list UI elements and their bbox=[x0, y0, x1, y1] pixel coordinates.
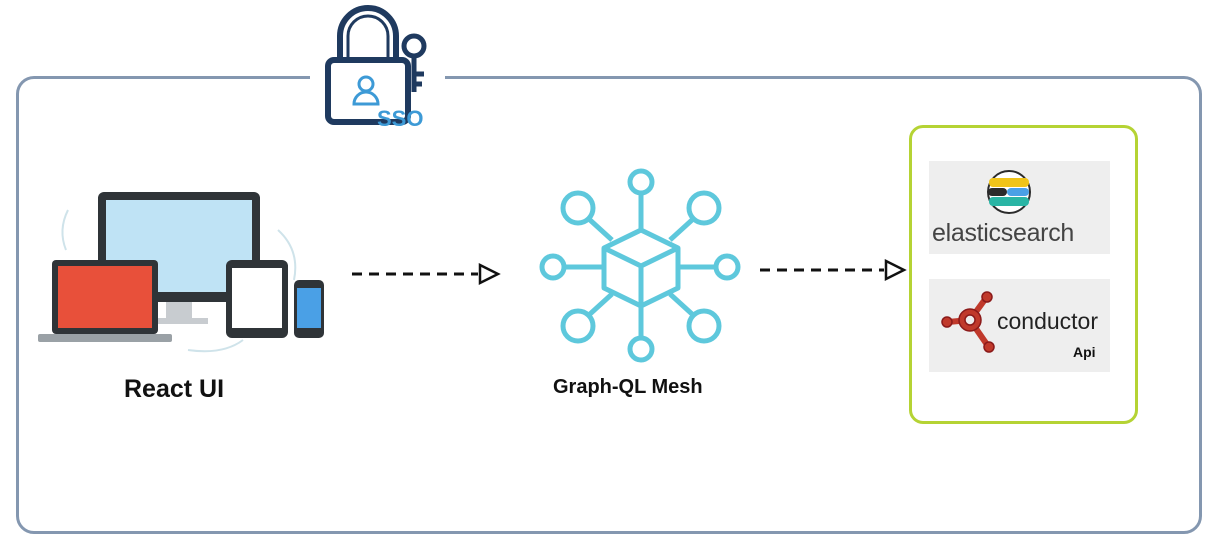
conductor-logo-icon bbox=[941, 291, 995, 353]
arrow-mesh-to-backends bbox=[760, 258, 907, 282]
conductor-api-label: Api bbox=[1073, 344, 1096, 360]
graphql-mesh-icon bbox=[539, 168, 741, 363]
sso-label: SSO bbox=[377, 106, 424, 131]
elasticsearch-label: elasticsearch bbox=[932, 219, 1074, 247]
sso-lock-icon bbox=[310, 0, 445, 135]
conductor-label: conductor bbox=[997, 308, 1099, 334]
react-ui-label: React UI bbox=[124, 375, 225, 403]
devices-icon bbox=[38, 192, 324, 353]
arrow-react-to-mesh bbox=[352, 262, 501, 286]
graphql-mesh-label: Graph-QL Mesh bbox=[553, 376, 703, 398]
elasticsearch-logo-icon bbox=[987, 170, 1031, 214]
conductor-tile bbox=[929, 279, 1110, 372]
system-boundary-frame bbox=[16, 76, 1202, 534]
